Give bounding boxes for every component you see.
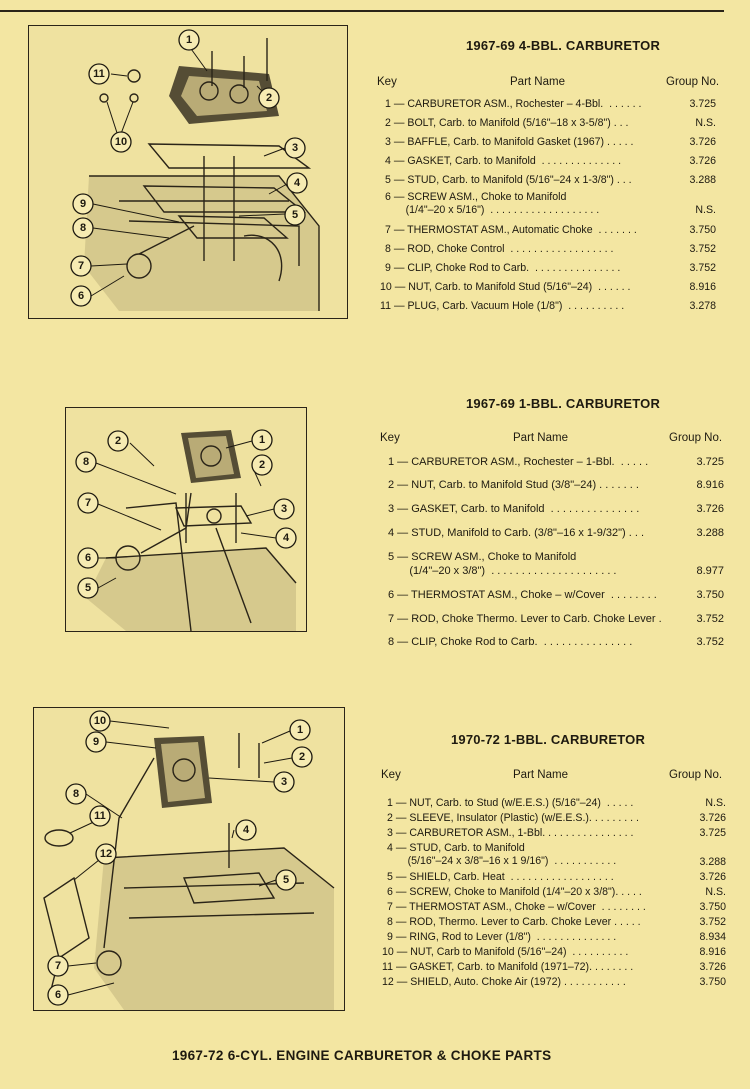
callout-4: 4 bbox=[275, 527, 297, 549]
callout-6: 6 bbox=[77, 547, 99, 569]
svg-text:11: 11 bbox=[94, 810, 106, 822]
svg-text:7: 7 bbox=[85, 497, 91, 509]
callout-6: 6 bbox=[70, 285, 92, 307]
callout-12: 12 bbox=[95, 843, 117, 865]
svg-text:5: 5 bbox=[292, 209, 298, 221]
svg-text:8: 8 bbox=[83, 456, 89, 468]
callout-7: 7 bbox=[77, 492, 99, 514]
svg-text:10: 10 bbox=[94, 715, 106, 727]
page-footer-title: 1967-72 6-CYL. ENGINE CARBURETOR & CHOKE… bbox=[172, 1048, 552, 1063]
section-title-1970-1bbl: 1970-72 1-BBL. CARBURETOR bbox=[451, 732, 646, 747]
svg-text:6: 6 bbox=[78, 290, 84, 302]
svg-text:5: 5 bbox=[85, 582, 91, 594]
callout-8: 8 bbox=[65, 783, 87, 805]
callout-6: 6 bbox=[47, 984, 69, 1006]
col-group-header: Group No. bbox=[666, 76, 720, 88]
svg-text:1: 1 bbox=[297, 724, 303, 736]
svg-text:11: 11 bbox=[93, 68, 105, 80]
svg-text:1: 1 bbox=[186, 34, 192, 46]
svg-text:2: 2 bbox=[259, 459, 265, 471]
col-group-header: Group No. bbox=[669, 769, 723, 781]
callout-1: 1 bbox=[178, 29, 200, 51]
callout-7: 7 bbox=[47, 955, 69, 977]
col-key-header: Key bbox=[380, 432, 400, 444]
callout-5: 5 bbox=[77, 577, 99, 599]
callout-2: 2 bbox=[258, 87, 280, 109]
svg-text:9: 9 bbox=[93, 736, 99, 748]
svg-text:2: 2 bbox=[299, 751, 305, 763]
callout-2: 2 bbox=[107, 430, 129, 452]
svg-text:8: 8 bbox=[73, 788, 79, 800]
figure-4bbl-carburetor: 1 2 3 4 5 6 7 8 9 10 11 bbox=[28, 25, 348, 319]
callout-11: 11 bbox=[89, 805, 111, 827]
callout-7: 7 bbox=[70, 255, 92, 277]
exploded-view-4bbl: 1 2 3 4 5 6 7 8 9 10 11 bbox=[70, 29, 320, 311]
svg-text:9: 9 bbox=[80, 198, 86, 210]
col-part-header: Part Name bbox=[513, 432, 568, 444]
callout-2b: 2 bbox=[251, 454, 273, 476]
figure-1967-1bbl-carburetor: 1 2 2 3 4 5 6 7 8 bbox=[65, 407, 307, 632]
svg-text:12: 12 bbox=[100, 848, 112, 860]
callout-9: 9 bbox=[72, 193, 94, 215]
svg-text:10: 10 bbox=[115, 136, 127, 148]
svg-text:3: 3 bbox=[281, 776, 287, 788]
callout-3: 3 bbox=[273, 498, 295, 520]
col-key-header: Key bbox=[377, 76, 397, 88]
svg-text:2: 2 bbox=[266, 92, 272, 104]
svg-text:2: 2 bbox=[115, 435, 121, 447]
callout-8: 8 bbox=[75, 451, 97, 473]
callout-3: 3 bbox=[284, 137, 306, 159]
callout-10: 10 bbox=[110, 131, 132, 153]
svg-text:7: 7 bbox=[55, 960, 61, 972]
callout-10: 10 bbox=[89, 710, 111, 732]
svg-text:8: 8 bbox=[80, 222, 86, 234]
svg-text:4: 4 bbox=[294, 177, 301, 189]
svg-text:3: 3 bbox=[292, 142, 298, 154]
callouts-1970-1bbl: 1 2 3 4 5 6 7 8 9 10 11 12 bbox=[47, 710, 313, 1006]
callout-1: 1 bbox=[251, 429, 273, 451]
svg-text:1: 1 bbox=[259, 434, 265, 446]
callout-3: 3 bbox=[273, 771, 295, 793]
svg-text:3: 3 bbox=[281, 503, 287, 515]
top-rule bbox=[0, 10, 724, 12]
callout-4: 4 bbox=[235, 819, 257, 841]
callout-9: 9 bbox=[85, 731, 107, 753]
callout-8: 8 bbox=[72, 217, 94, 239]
callout-1: 1 bbox=[289, 719, 311, 741]
callout-2: 2 bbox=[291, 746, 313, 768]
svg-text:7: 7 bbox=[78, 260, 84, 272]
col-key-header: Key bbox=[381, 769, 401, 781]
section-title-1967-1bbl: 1967-69 1-BBL. CARBURETOR bbox=[466, 396, 661, 411]
figure-1970-1bbl-carburetor: 1 2 3 4 5 6 7 8 9 10 11 12 bbox=[33, 707, 345, 1011]
callout-5: 5 bbox=[284, 204, 306, 226]
col-part-header: Part Name bbox=[513, 769, 568, 781]
callout-4: 4 bbox=[286, 172, 308, 194]
callouts-1967-1bbl: 1 2 2 3 4 5 6 7 8 bbox=[75, 429, 297, 599]
col-part-header: Part Name bbox=[510, 76, 565, 88]
col-group-header: Group No. bbox=[669, 432, 723, 444]
callouts-4bbl: 1 2 3 4 5 6 7 8 9 10 11 bbox=[70, 29, 308, 307]
exploded-view-1970-1bbl: 1 2 3 4 5 6 7 8 9 10 11 12 bbox=[43, 710, 335, 1010]
svg-text:4: 4 bbox=[243, 824, 250, 836]
svg-text:6: 6 bbox=[85, 552, 91, 564]
svg-text:5: 5 bbox=[283, 874, 289, 886]
section-title-4bbl: 1967-69 4-BBL. CARBURETOR bbox=[466, 38, 661, 53]
callout-11: 11 bbox=[88, 63, 110, 85]
svg-text:6: 6 bbox=[55, 989, 61, 1001]
svg-text:4: 4 bbox=[283, 532, 290, 544]
exploded-view-1967-1bbl: 1 2 2 3 4 5 6 7 8 bbox=[75, 429, 297, 631]
callout-5: 5 bbox=[275, 869, 297, 891]
